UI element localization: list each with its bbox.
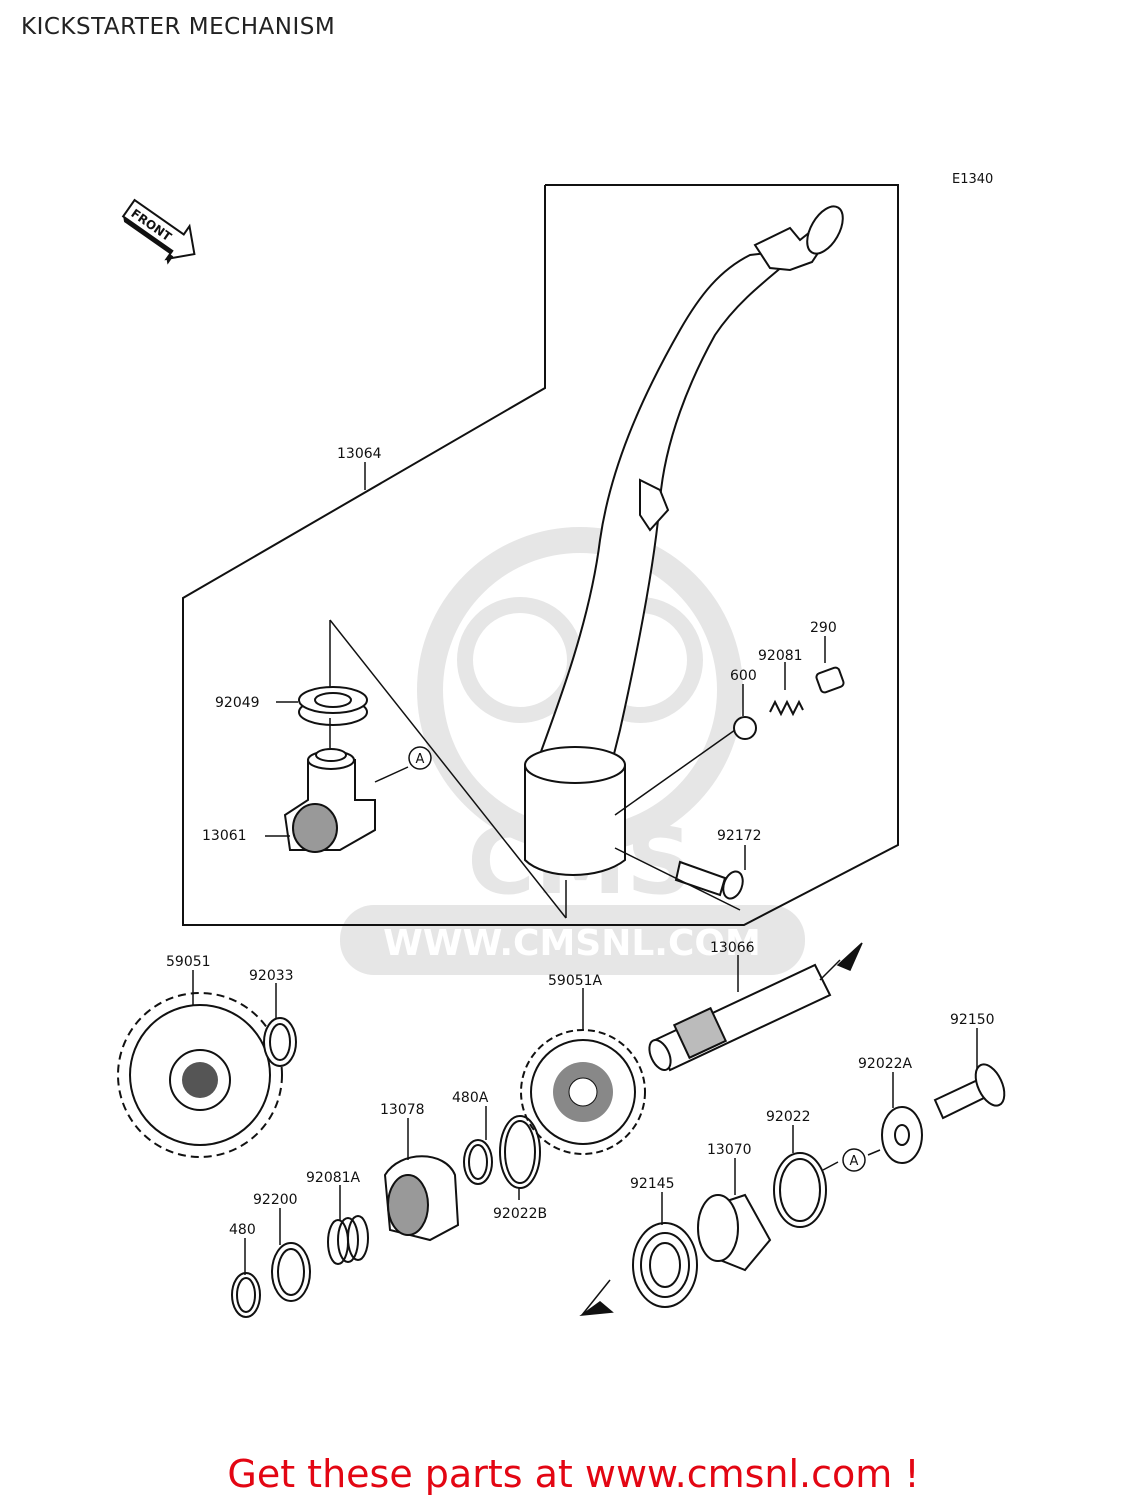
kick-lever [533, 205, 844, 772]
label-92033: 92033 [249, 968, 294, 984]
bearing-92049 [298, 686, 368, 726]
label-92081A: 92081A [306, 1170, 361, 1186]
footer-link[interactable]: Get these parts at www.cmsnl.com ! [227, 1452, 920, 1496]
label-92022: 92022 [766, 1109, 811, 1125]
reference-marker-a-top: A [408, 746, 432, 770]
diagram-code: E1340 [952, 172, 994, 187]
svg-text:A: A [416, 752, 425, 767]
kick-shaft-13066 [648, 963, 832, 1072]
svg-text:A: A [850, 1154, 859, 1169]
gear-59051A [520, 1029, 646, 1155]
label-92081: 92081 [758, 648, 803, 664]
washer-92022B [499, 1115, 541, 1189]
torsion-spring-92145 [632, 1222, 698, 1308]
label-290: 290 [810, 620, 837, 636]
leader-lines [192, 462, 978, 1275]
part-labels: 13064 92049 13061 290 92081 600 92172 59… [166, 446, 995, 1238]
front-arrow-icon: FRONT [121, 198, 196, 265]
washer-92022 [773, 1152, 827, 1228]
label-13078: 13078 [380, 1102, 425, 1118]
washer-92022A [881, 1106, 923, 1164]
washer-92200 [271, 1242, 311, 1302]
bolt-92150 [933, 1063, 1006, 1120]
lever-boss [524, 746, 626, 876]
label-13061: 13061 [202, 828, 247, 844]
assembly-axis-lines [329, 619, 863, 1317]
label-92200: 92200 [253, 1192, 298, 1208]
ratchet-13078 [383, 1155, 460, 1242]
label-92022B: 92022B [493, 1206, 547, 1222]
ball-600 [733, 716, 757, 740]
spring-92081A [327, 1215, 369, 1265]
label-92049: 92049 [215, 695, 260, 711]
label-59051: 59051 [166, 954, 211, 970]
circlip-480A [463, 1139, 493, 1185]
shaft-holder-13061 [283, 748, 376, 853]
circlip-480 [231, 1272, 261, 1318]
label-92172: 92172 [717, 828, 762, 844]
bolt-92172 [674, 860, 744, 900]
page-title: KICKSTARTER MECHANISM [21, 14, 336, 40]
bolt-290 [815, 666, 845, 694]
label-92145: 92145 [630, 1176, 675, 1192]
label-92150: 92150 [950, 1012, 995, 1028]
collar-92033 [263, 1017, 297, 1067]
label-13070: 13070 [707, 1142, 752, 1158]
label-92022A: 92022A [858, 1056, 913, 1072]
label-600: 600 [730, 668, 757, 684]
collar-13070 [697, 1193, 772, 1272]
label-13066: 13066 [710, 940, 755, 956]
watermark-url: WWW.CMSNL.COM [383, 923, 761, 964]
reference-marker-a-bottom: A [842, 1148, 866, 1172]
assembly-outline [182, 184, 899, 926]
gear-59051 [117, 992, 283, 1158]
label-480A: 480A [452, 1090, 489, 1106]
watermark: CMS WWW.CMSNL.COM [340, 527, 805, 975]
label-480: 480 [229, 1222, 256, 1238]
label-13064: 13064 [337, 446, 382, 462]
label-59051A: 59051A [548, 973, 603, 989]
spring-92081 [769, 699, 804, 717]
